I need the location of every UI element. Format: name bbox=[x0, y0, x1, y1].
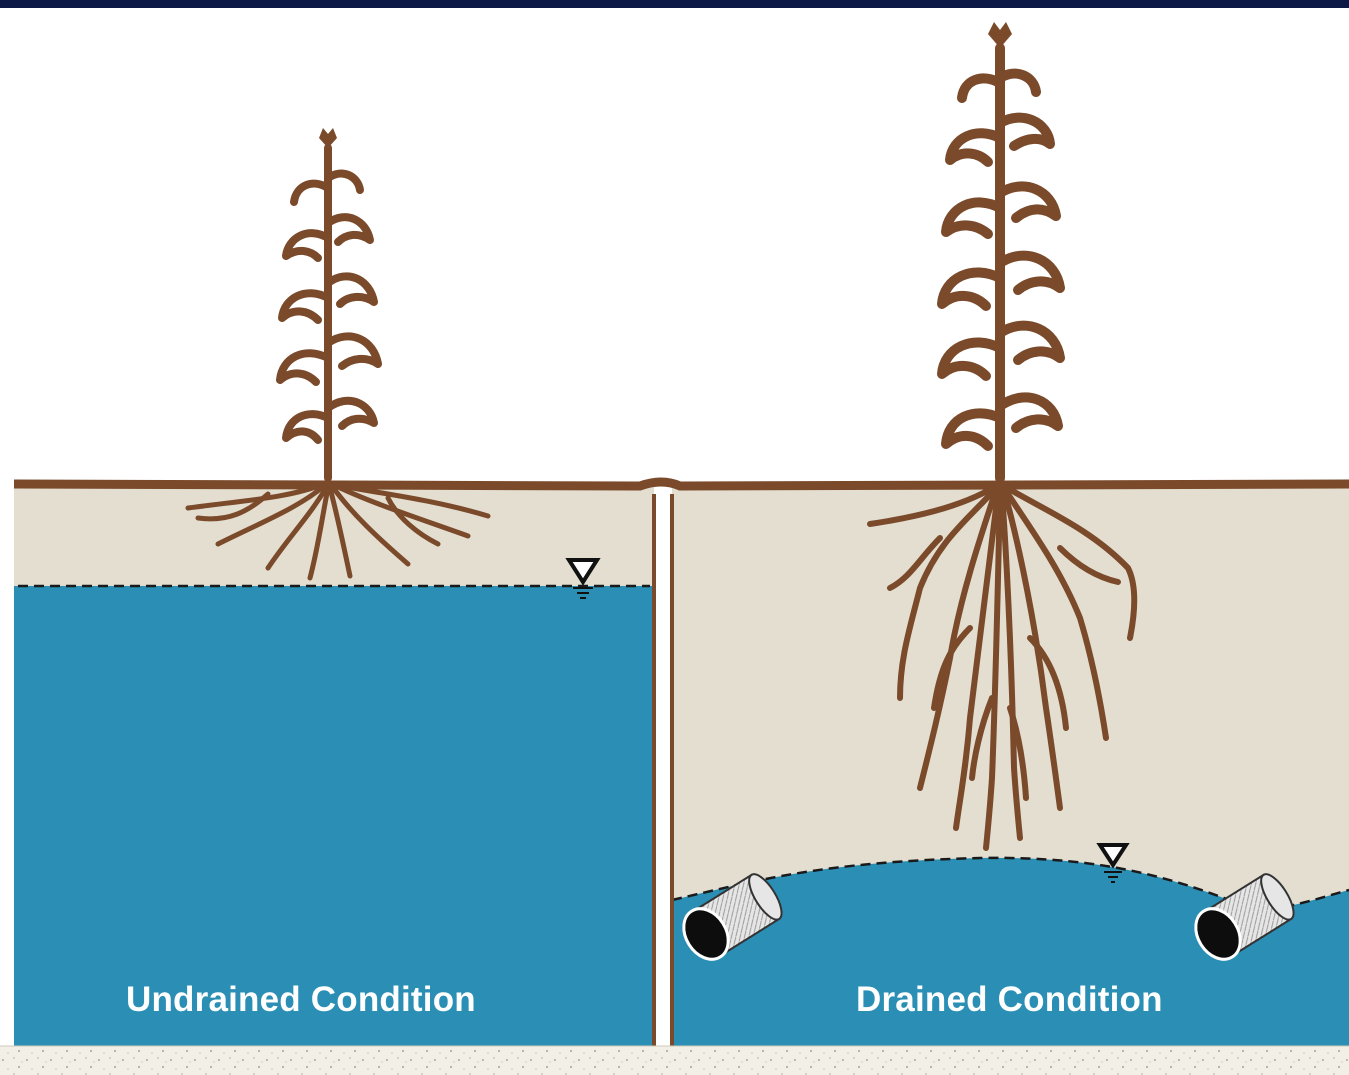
top-band bbox=[0, 0, 1349, 8]
undrained-condition-label: Undrained Condition bbox=[126, 980, 476, 1020]
drained-condition-label: Drained Condition bbox=[856, 980, 1163, 1020]
gravel-layer bbox=[0, 1046, 1349, 1075]
left-water bbox=[14, 586, 654, 1046]
ground-surface bbox=[14, 482, 1349, 486]
